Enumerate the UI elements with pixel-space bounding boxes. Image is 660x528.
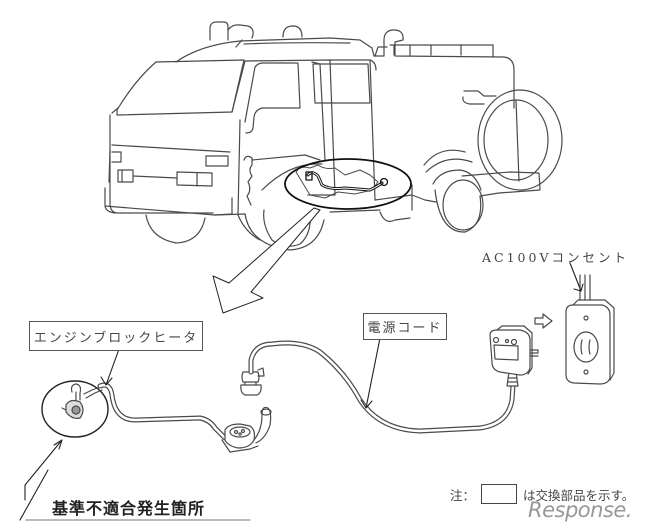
response-watermark: Response. (528, 498, 632, 522)
leader-lines (19, 262, 584, 521)
engine-block-heater-illustration (41, 380, 272, 453)
fire-truck-illustration (104, 21, 563, 251)
heater-location-highlight (284, 158, 412, 210)
legend-note-suffix: は交換部品を示す。 (523, 487, 635, 503)
ac-outlet-label: AC100Vコンセント (482, 250, 629, 265)
engine-block-heater-label: エンジンブロックヒータ (29, 321, 203, 351)
engine-block-heater-label-text: エンジンブロックヒータ (33, 330, 199, 346)
power-cord-illustration (240, 274, 615, 434)
defect-location-label: 基準不適合発生箇所 (52, 499, 206, 518)
power-cord-label-text: 電源コード (367, 321, 443, 336)
legend-replacement-box (481, 484, 518, 504)
legend-note-prefix: 注： (450, 487, 476, 503)
legend-note: 注： は交換部品を示す。 (450, 484, 634, 504)
callout-arrow (212, 207, 321, 314)
power-cord-label: 電源コード (363, 313, 447, 340)
